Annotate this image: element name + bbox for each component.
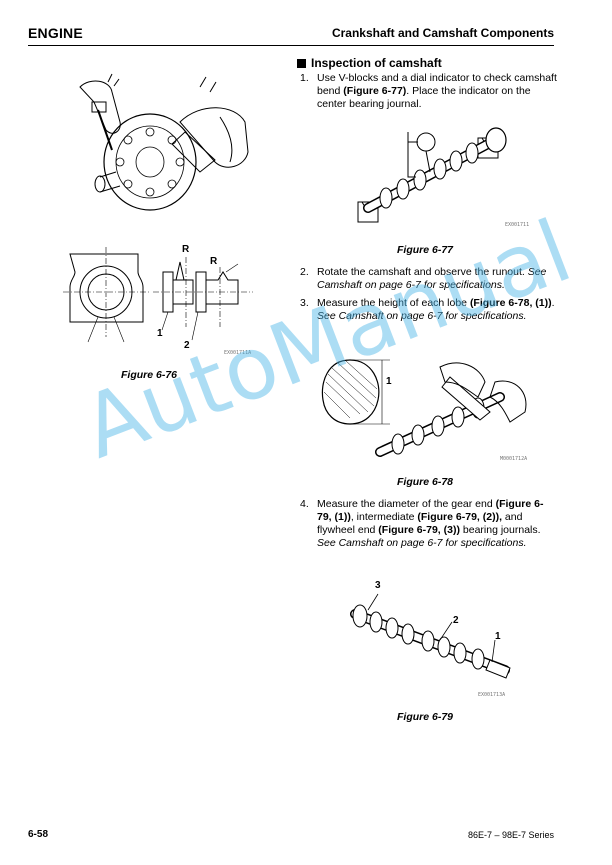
header-divider <box>28 45 554 46</box>
figure-reference: (Figure 6-79, (3)) <box>378 524 460 536</box>
figure-6-79-illustration <box>350 593 511 679</box>
figure-6-78-label-1: 1 <box>386 376 392 387</box>
figure-6-76-code: EX001711A <box>224 350 252 356</box>
figure-reference: (Figure 6-78, (1)) <box>469 297 552 309</box>
figure-6-76-label-r-right: R <box>210 256 218 267</box>
step-text: Rotate the camshaft and observe the runo… <box>317 266 528 278</box>
inspection-heading: Inspection of camshaft <box>297 56 442 70</box>
figure-6-78-code: M0001712A <box>500 456 528 462</box>
figure-6-76-photo <box>79 73 249 211</box>
step-text: and flywheel end <box>317 511 523 536</box>
figure-reference: (Figure 6-79, (1)) <box>317 498 544 523</box>
step-3: 3. Measure the height of each lobe (Figu… <box>300 297 558 323</box>
step-1: 1. Use V-blocks and a dial indicator to … <box>300 72 558 111</box>
chapter-title: ENGINE <box>28 25 83 41</box>
figure-6-79-caption: Figure 6-79 <box>397 711 454 723</box>
spec-reference: See Camshaft on page 6-7 for specificati… <box>317 537 527 549</box>
step-number: 1. <box>300 72 309 84</box>
figure-6-76-label-r-top: R <box>182 244 190 255</box>
figure-6-76-label-1: 1 <box>157 328 163 339</box>
page-number: 6-58 <box>28 829 49 840</box>
step-text: , intermediate <box>350 511 418 523</box>
figure-6-76-diagram <box>63 247 253 343</box>
figure-6-77-illustration <box>357 127 507 223</box>
step-text: Measure the diameter of the gear end <box>317 498 496 510</box>
figure-6-79-label-2: 2 <box>453 615 459 626</box>
step-text: Use V-blocks and a dial indicator to che… <box>317 72 557 97</box>
step-4: 4. Measure the diameter of the gear end … <box>300 498 558 550</box>
step-text: Measure the height of each lobe <box>317 297 470 309</box>
figure-reference: (Figure 6-79, (2)), <box>417 511 502 523</box>
figure-6-79-label-1: 1 <box>495 631 501 642</box>
inspection-heading-text: Inspection of camshaft <box>311 56 442 70</box>
step-text: . <box>551 297 555 309</box>
figure-6-76-caption: Figure 6-76 <box>121 369 178 381</box>
bullet-square-icon <box>297 58 306 68</box>
figure-6-79-code: EX001713A <box>478 692 506 698</box>
step-number: 4. <box>300 498 309 510</box>
figure-reference: (Figure 6-77) <box>343 85 407 97</box>
spec-reference: See Camshaft on page 6-7 for specificati… <box>317 310 527 322</box>
figure-6-77-caption: Figure 6-77 <box>397 244 454 256</box>
step-number: 3. <box>300 297 309 309</box>
section-heading: Crankshaft and Camshaft Components <box>331 26 554 40</box>
figure-6-77-code: EX001711 <box>505 222 530 228</box>
step-text: . Place the indicator on the center bear… <box>317 85 531 110</box>
figure-6-78-caption: Figure 6-78 <box>397 476 454 488</box>
figure-6-76-label-2: 2 <box>184 340 190 351</box>
figure-6-79-label-3: 3 <box>375 580 381 591</box>
step-number: 2. <box>300 266 309 278</box>
spec-reference: See Camshaft on page 6-7 for specificati… <box>317 266 547 291</box>
step-text: bearing journals. <box>459 524 541 536</box>
figure-6-78-illustration <box>321 359 527 457</box>
step-2: 2. Rotate the camshaft and observe the r… <box>300 266 558 292</box>
series-footer: 86E-7 – 98E-7 Series <box>467 830 554 840</box>
